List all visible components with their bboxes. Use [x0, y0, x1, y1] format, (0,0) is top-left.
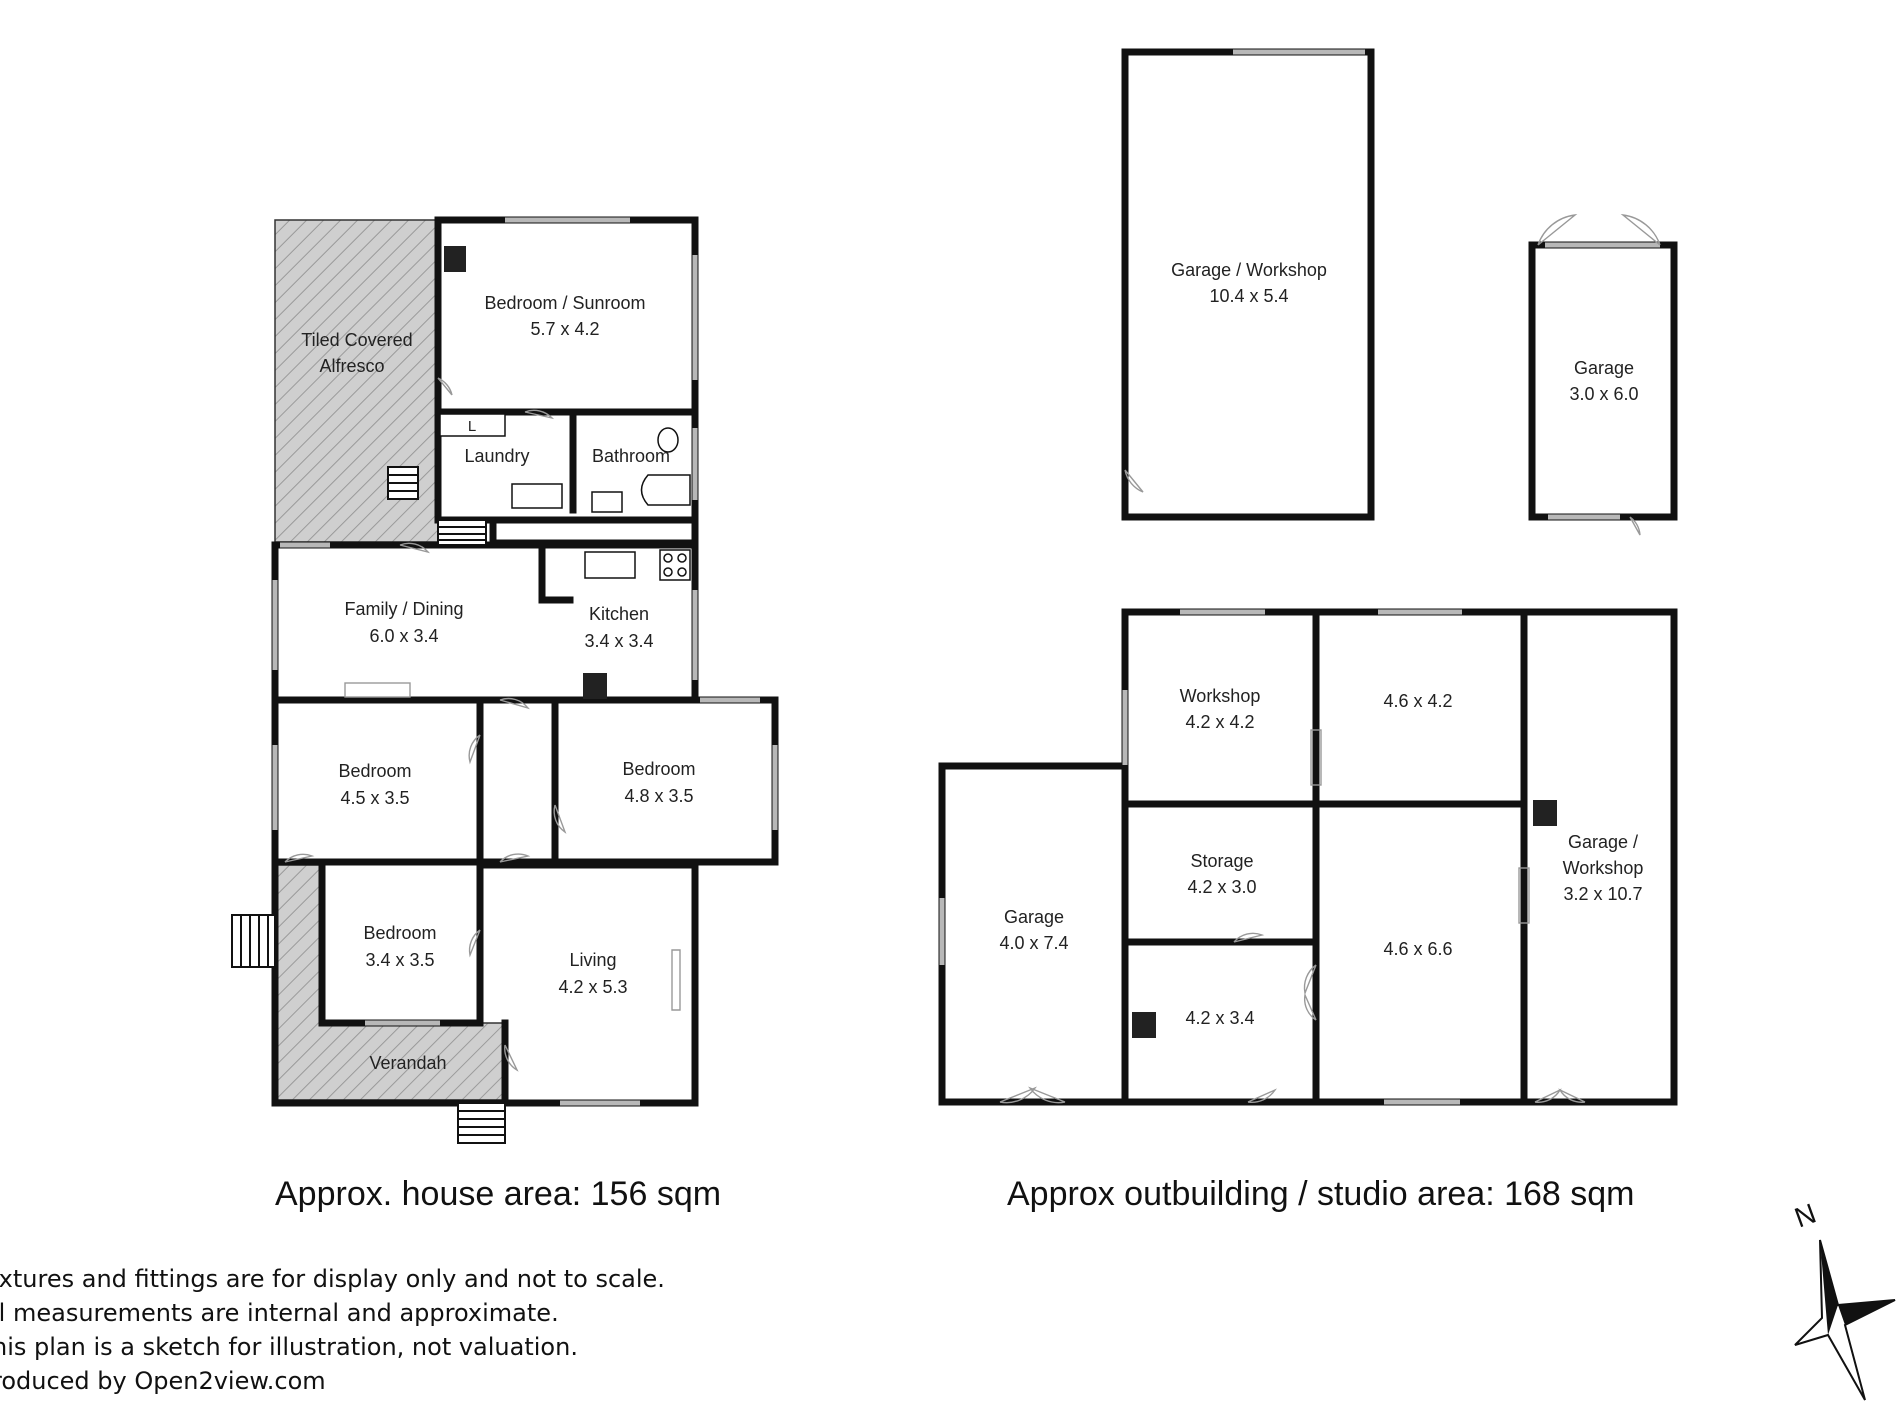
compass-north-letter: N: [1790, 1197, 1820, 1233]
storage-name: Storage: [1190, 851, 1253, 871]
laundry-name: Laundry: [464, 446, 529, 466]
disclaimer-line: roduced by Open2view.com: [0, 1367, 326, 1395]
room-46x66-dims: 4.6 x 6.6: [1383, 939, 1452, 959]
house-labels: Tiled Covered Alfresco Bedroom / Sunroom…: [301, 293, 695, 1073]
alfresco-label: Alfresco: [319, 356, 384, 376]
outbuilding-area-text: Approx outbuilding / studio area: 168 sq…: [1007, 1175, 1635, 1213]
workshop-name: Workshop: [1180, 686, 1261, 706]
kitchen-dims: 3.4 x 3.4: [584, 631, 653, 651]
outbuilding-plan: Garage / Workshop 10.4 x 5.4 Garage 3.0 …: [938, 48, 1678, 1106]
house-fixtures: [439, 246, 691, 699]
storage-dims: 4.2 x 3.0: [1187, 877, 1256, 897]
fireplace-icon: [444, 246, 466, 272]
outbuilding-windows: [939, 49, 1660, 1105]
disclaimer: ixtures and fittings are for display onl…: [0, 1262, 665, 1398]
bedroom-2-dims: 4.8 x 3.5: [624, 786, 693, 806]
house-windows: [272, 217, 778, 1106]
bedroom-sunroom-dims: 5.7 x 4.2: [530, 319, 599, 339]
bedroom-2-name: Bedroom: [622, 759, 695, 779]
garage-small-name: Garage: [1574, 358, 1634, 378]
workshop-dims: 4.2 x 4.2: [1185, 712, 1254, 732]
bedroom-sunroom-name: Bedroom / Sunroom: [484, 293, 645, 313]
garage-left-name: Garage: [1004, 907, 1064, 927]
living-name: Living: [569, 950, 616, 970]
house-plan: Tiled Covered Alfresco Bedroom / Sunroom…: [231, 216, 779, 1144]
garage-workshop-right-name: Workshop: [1563, 858, 1644, 878]
kitchen-name: Kitchen: [589, 604, 649, 624]
bedroom-3-name: Bedroom: [363, 923, 436, 943]
garage-workshop-large-name: Garage / Workshop: [1171, 260, 1327, 280]
disclaimer-line: ll measurements are internal and approxi…: [0, 1299, 559, 1327]
outbuilding-labels: Garage / Workshop 10.4 x 5.4 Garage 3.0 …: [999, 260, 1643, 1028]
family-dining-dims: 6.0 x 3.4: [369, 626, 438, 646]
living-dims: 4.2 x 5.3: [558, 977, 627, 997]
garage-workshop-right-name: Garage /: [1568, 832, 1638, 852]
outbuilding-fixtures: [1132, 800, 1557, 1038]
garage-workshop-large-dims: 10.4 x 5.4: [1209, 286, 1288, 306]
disclaimer-line: his plan is a sketch for illustration, n…: [0, 1333, 578, 1361]
room-42x34-dims: 4.2 x 3.4: [1185, 1008, 1254, 1028]
disclaimer-line: ixtures and fittings are for display onl…: [0, 1265, 665, 1293]
alfresco-label: Tiled Covered: [301, 330, 412, 350]
laundry-fixture-label: L: [468, 418, 476, 435]
fireplace-icon: [1132, 1012, 1156, 1038]
family-dining-name: Family / Dining: [344, 599, 463, 619]
bathroom-name: Bathroom: [592, 446, 670, 466]
bedroom-1-dims: 4.5 x 3.5: [340, 788, 409, 808]
house-stairs: [231, 466, 506, 1144]
house-area-text: Approx. house area: 156 sqm: [275, 1175, 722, 1213]
bedroom-3-dims: 3.4 x 3.5: [365, 950, 434, 970]
garage-small-dims: 3.0 x 6.0: [1569, 384, 1638, 404]
laundry-l-box: [439, 413, 506, 437]
outbuilding-doors: [999, 214, 1661, 1104]
fireplace-icon: [1533, 800, 1557, 826]
room-46x42-dims: 4.6 x 4.2: [1383, 691, 1452, 711]
compass: N: [1790, 1197, 1896, 1401]
fireplace-icon: [583, 673, 607, 699]
verandah-name: Verandah: [369, 1053, 446, 1073]
house-doors: [284, 377, 681, 1072]
garage-left-dims: 4.0 x 7.4: [999, 933, 1068, 953]
bedroom-1-name: Bedroom: [338, 761, 411, 781]
garage-workshop-right-dims: 3.2 x 10.7: [1563, 884, 1642, 904]
